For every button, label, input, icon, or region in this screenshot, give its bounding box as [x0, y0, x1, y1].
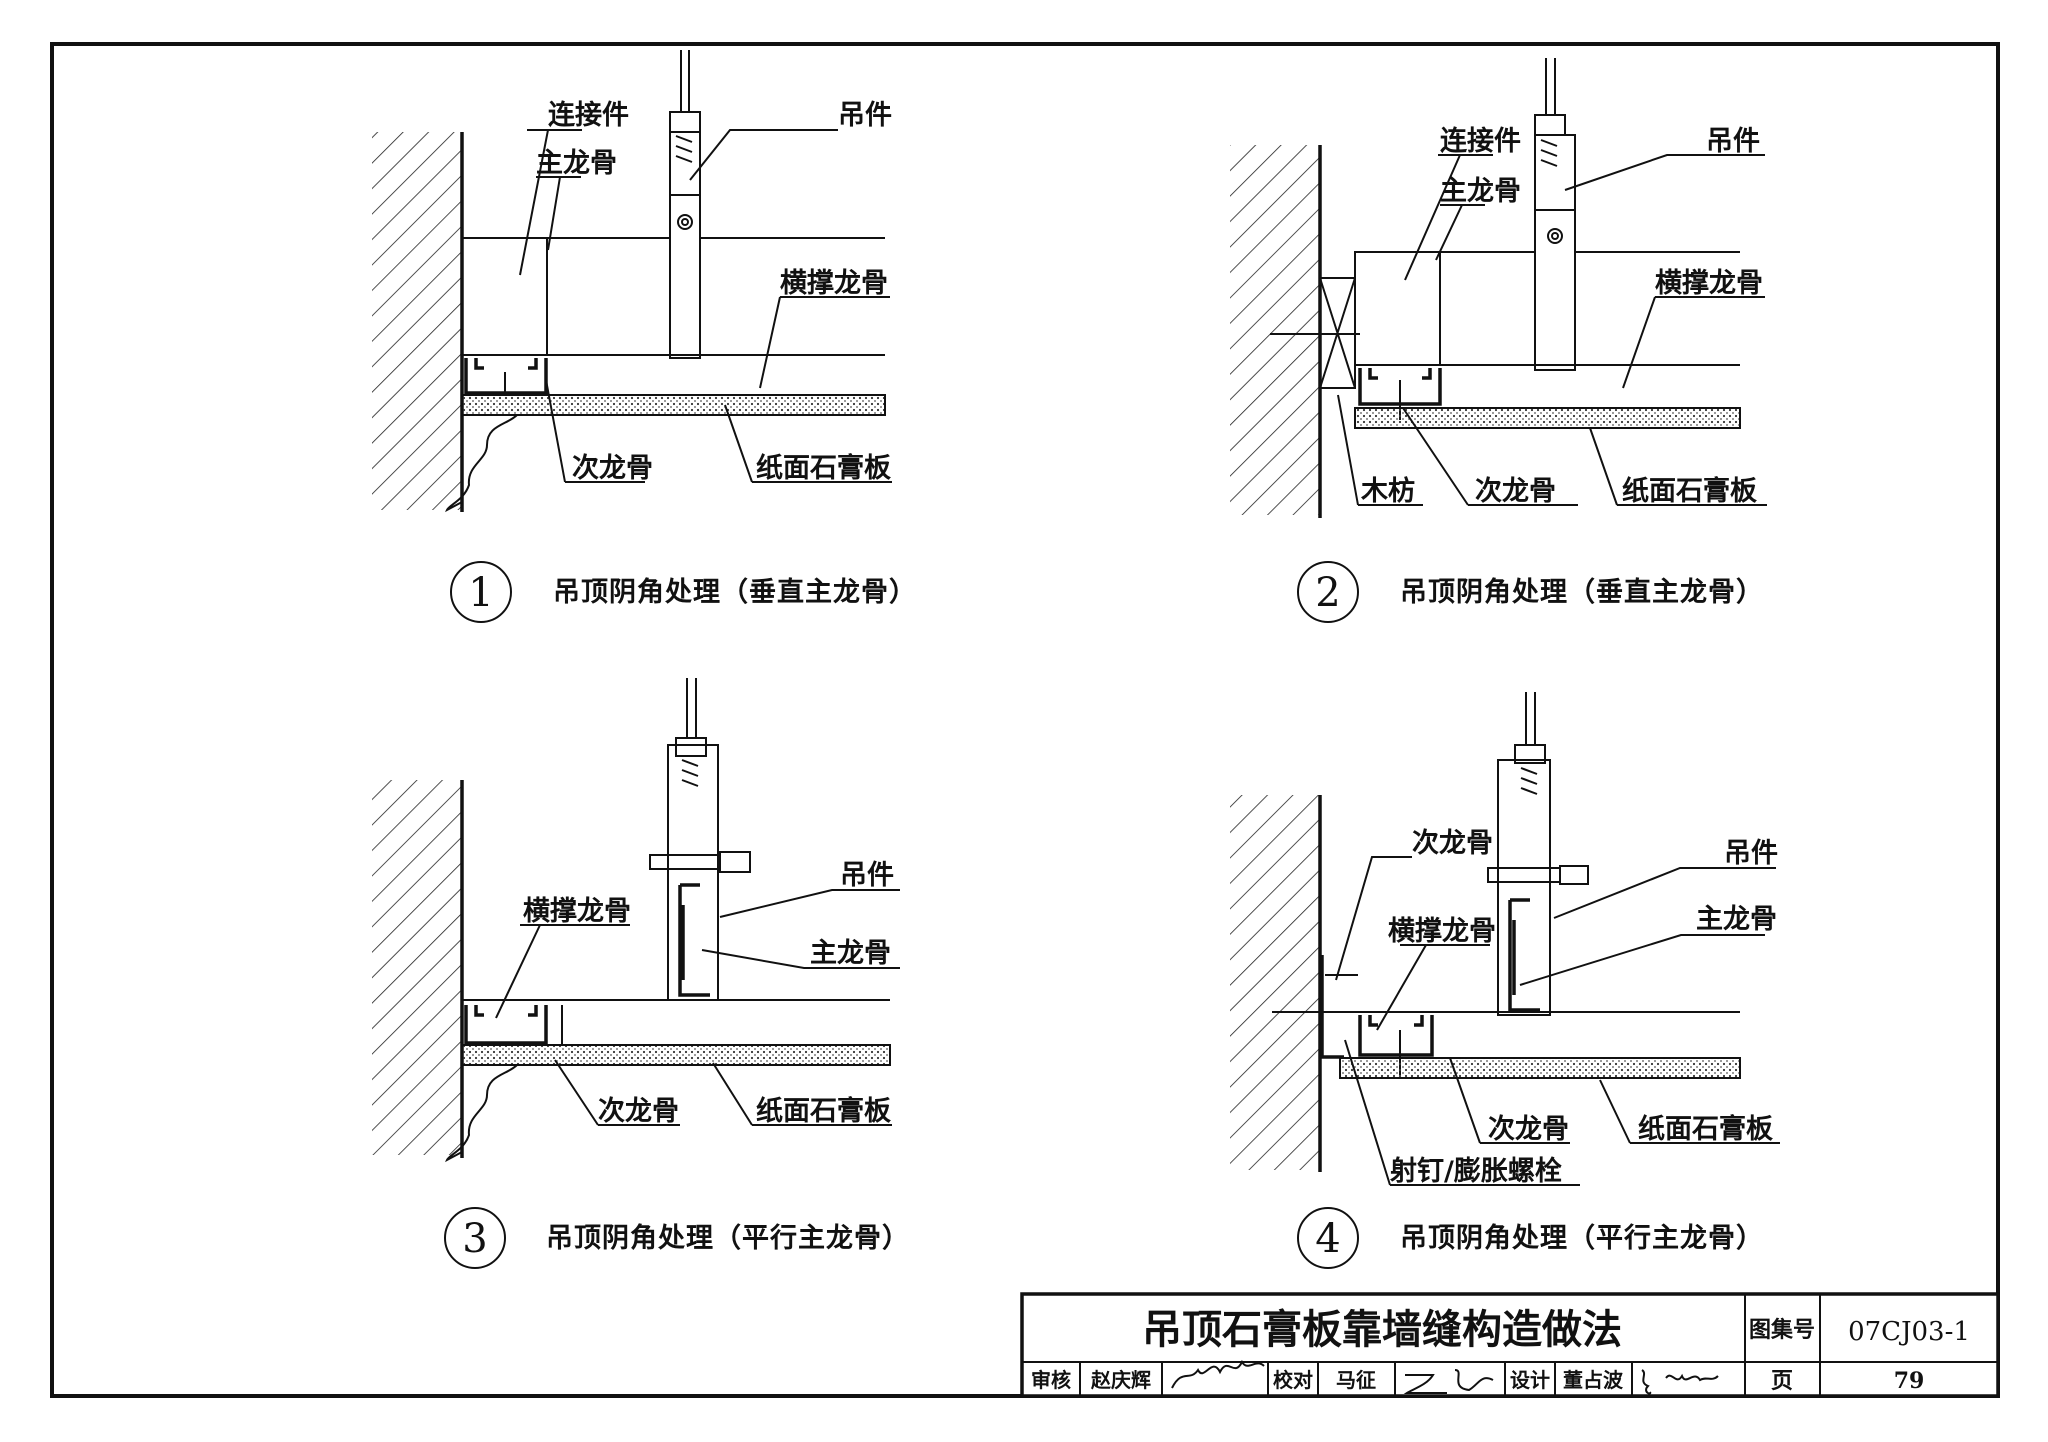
detail-4: 次龙骨 吊件 主龙骨 横撑龙骨 次龙骨 纸面石膏板 射钉/膨胀螺栓 4 吊顶阴角… — [1230, 692, 1780, 1269]
connector — [461, 237, 548, 356]
detail-caption: 吊顶阴角处理（平行主龙骨） — [546, 1222, 910, 1254]
detail-caption: 吊顶阴角处理（垂直主龙骨） — [553, 576, 917, 608]
label-main-keel: 主龙骨 — [1696, 904, 1777, 935]
cornice — [445, 414, 520, 513]
title-block: 吊顶石膏板靠墙缝构造做法 图集号 07CJ03-1 审核 赵庆辉 校对 马征 设… — [1020, 1292, 2000, 1398]
label-anchor: 射钉/膨胀螺栓 — [1389, 1156, 1562, 1187]
review-label: 审核 — [1031, 1368, 1071, 1392]
label-cross-keel: 横撑龙骨 — [1388, 916, 1496, 947]
check-label: 校对 — [1273, 1368, 1313, 1392]
reviewer-name: 赵庆辉 — [1090, 1368, 1151, 1392]
detail-caption: 吊顶阴角处理（平行主龙骨） — [1400, 1222, 1764, 1254]
sub-keel — [464, 358, 548, 395]
label-hanger: 吊件 — [838, 100, 892, 131]
detail-number-circle — [444, 1207, 506, 1269]
label-cross-keel: 横撑龙骨 — [523, 896, 631, 927]
detail-number-circle — [450, 561, 512, 623]
label-gypsum-board: 纸面石膏板 — [1638, 1113, 1773, 1145]
label-main-keel: 主龙骨 — [810, 938, 891, 969]
detail-caption: 吊顶阴角处理（垂直主龙骨） — [1400, 576, 1764, 608]
wall-hatch — [372, 780, 462, 1155]
sub-keel — [464, 1005, 548, 1045]
label-hanger: 吊件 — [1706, 126, 1760, 157]
label-hanger: 吊件 — [840, 860, 894, 891]
label-wood-strip: 木枋 — [1360, 476, 1415, 507]
hanger — [669, 131, 701, 359]
design-label: 设计 — [1510, 1368, 1550, 1392]
sub-keel — [1358, 1015, 1434, 1057]
reviewer-signature — [1171, 1359, 1265, 1389]
detail-2: 连接件 主龙骨 吊件 横撑龙骨 木枋 次龙骨 纸面石膏板 2 吊顶阴角处理（垂直… — [1230, 58, 1767, 623]
gypsum-board — [461, 1044, 891, 1066]
main-keel — [1508, 898, 1540, 1012]
detail-number: 1 — [468, 570, 493, 616]
label-cross-keel: 横撑龙骨 — [1655, 268, 1763, 299]
designer-signature — [1641, 1369, 1719, 1395]
label-hanger: 吊件 — [1724, 838, 1778, 869]
cornice — [445, 1064, 520, 1163]
label-sub-keel: 次龙骨 — [572, 453, 653, 484]
detail-number-circle — [1297, 561, 1359, 623]
page-label: 页 — [1771, 1369, 1793, 1394]
label-gypsum-board: 纸面石膏板 — [756, 452, 891, 484]
wall-angle — [1320, 955, 1344, 1059]
gypsum-board — [1354, 407, 1741, 429]
label-gypsum-board: 纸面石膏板 — [756, 1095, 891, 1127]
wall-hatch — [1230, 145, 1320, 515]
label-sub-keel: 次龙骨 — [1488, 1114, 1569, 1145]
label-cross-keel: 横撑龙骨 — [780, 268, 888, 299]
atlas-no-label: 图集号 — [1749, 1317, 1815, 1343]
wall-hatch — [372, 132, 462, 510]
label-main-keel: 主龙骨 — [536, 148, 617, 179]
label-main-keel: 主龙骨 — [1440, 176, 1521, 207]
checker-signature — [1403, 1369, 1494, 1394]
detail-3: 横撑龙骨 吊件 主龙骨 次龙骨 纸面石膏板 3 吊顶阴角处理（平行主龙骨） — [372, 678, 910, 1269]
label-connector: 连接件 — [1440, 125, 1521, 157]
gypsum-board — [1339, 1057, 1741, 1079]
gypsum-board — [461, 394, 886, 416]
page-number: 79 — [1894, 1368, 1925, 1394]
label-sub-keel: 次龙骨 — [1475, 476, 1556, 507]
label-sub-keel-top: 次龙骨 — [1412, 828, 1493, 859]
atlas-no: 07CJ03-1 — [1848, 1317, 1970, 1347]
sheet-title: 吊顶石膏板靠墙缝构造做法 — [1142, 1307, 1622, 1353]
detail-number: 3 — [462, 1216, 487, 1262]
detail-number: 2 — [1315, 570, 1340, 616]
designer-name: 董占波 — [1563, 1368, 1624, 1392]
connector — [1354, 251, 1441, 366]
detail-1: 连接件 主龙骨 吊件 横撑龙骨 次龙骨 纸面石膏板 1 吊顶阴角处理（垂直主龙骨… — [372, 50, 917, 623]
hanger — [1534, 134, 1576, 371]
checker-name: 马征 — [1336, 1368, 1376, 1392]
main-keel — [678, 883, 710, 997]
wall-hatch — [1230, 795, 1320, 1170]
label-gypsum-board: 纸面石膏板 — [1622, 475, 1757, 507]
label-connector: 连接件 — [548, 99, 629, 131]
hanger — [1497, 759, 1551, 1016]
detail-number: 4 — [1315, 1216, 1340, 1262]
label-sub-keel: 次龙骨 — [598, 1096, 679, 1127]
detail-number-circle — [1297, 1207, 1359, 1269]
sheet-border — [50, 42, 2000, 1398]
